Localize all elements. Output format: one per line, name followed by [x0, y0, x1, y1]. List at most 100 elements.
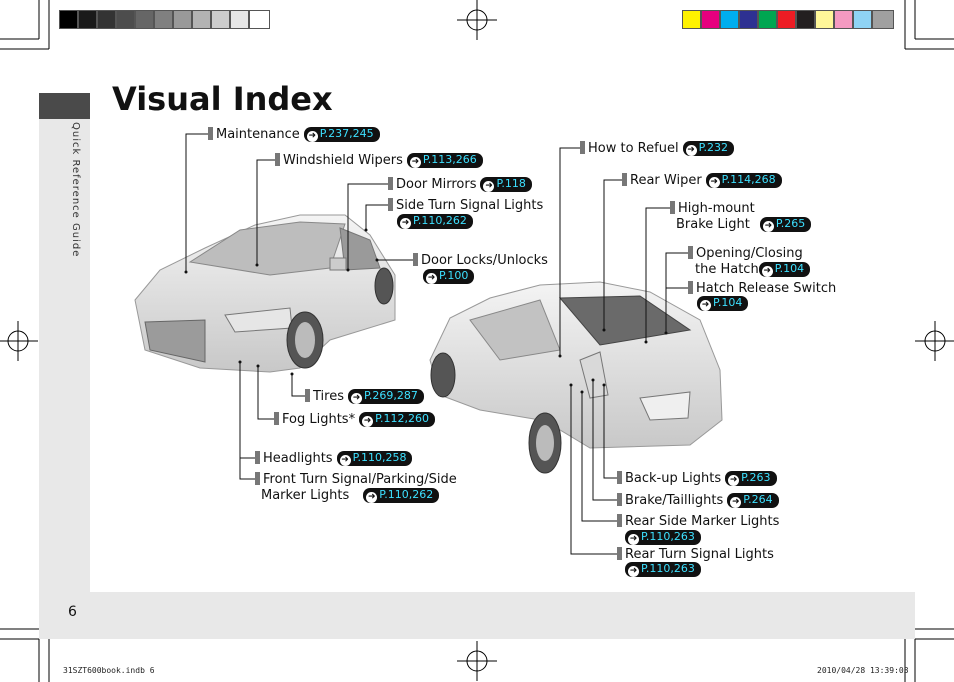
- page-reference-link[interactable]: ➜P.265: [759, 217, 812, 232]
- callout-headlights[interactable]: Headlights➜P.110,258: [255, 451, 413, 467]
- callout-rear-turn-signal-ref[interactable]: ➜P.110,263: [621, 562, 701, 578]
- callout-bar-icon: [617, 471, 622, 484]
- arrow-right-icon: ➜: [339, 455, 351, 466]
- callout-back-up-lights[interactable]: Back-up Lights➜P.263: [617, 471, 777, 487]
- callout-bar-icon: [688, 281, 693, 294]
- callout-rear-wiper[interactable]: Rear Wiper➜P.114,268: [622, 173, 782, 189]
- sidebar: [39, 119, 90, 639]
- callout-bar-icon: [617, 493, 622, 506]
- callout-rear-turn-signal[interactable]: Rear Turn Signal Lights: [617, 547, 774, 563]
- callout-door-locks[interactable]: Door Locks/Unlocks: [413, 253, 548, 269]
- callout-side-turn-signal[interactable]: Side Turn Signal Lights: [388, 198, 543, 214]
- color-swatch: [701, 10, 720, 29]
- page-reference-link[interactable]: ➜P.100: [423, 269, 475, 284]
- callout-rear-side-marker-ref[interactable]: ➜P.110,263: [621, 530, 701, 546]
- arrow-right-icon: ➜: [366, 492, 378, 503]
- page-reference-link[interactable]: ➜P.112,260: [359, 412, 435, 427]
- callout-bar-icon: [670, 201, 675, 214]
- color-swatch: [853, 10, 872, 29]
- callout-bar-icon: [208, 127, 213, 140]
- sidebar-tab-marker: [39, 93, 90, 119]
- page-number: 6: [68, 604, 77, 620]
- callout-bar-icon: [580, 141, 585, 154]
- page-reference-link[interactable]: ➜P.114,268: [705, 173, 782, 188]
- page-reference-link[interactable]: ➜P.104: [697, 296, 749, 311]
- arrow-right-icon: ➜: [761, 266, 773, 277]
- arrow-right-icon: ➜: [426, 273, 437, 284]
- color-swatch: [682, 10, 701, 29]
- callout-fog-lights[interactable]: Fog Lights*➜P.112,260: [274, 412, 435, 428]
- page-reference-link[interactable]: ➜P.263: [725, 471, 777, 486]
- gray-swatch: [116, 10, 135, 29]
- page-reference-link[interactable]: ➜P.113,266: [406, 153, 483, 168]
- rear-car-image: [429, 281, 723, 474]
- callout-high-mount-brake-light-line2[interactable]: Brake Light➜P.265: [676, 217, 812, 233]
- arrow-right-icon: ➜: [762, 221, 774, 232]
- callout-bar-icon: [617, 514, 622, 527]
- gray-swatch: [97, 10, 116, 29]
- color-swatch: [872, 10, 894, 29]
- page-reference-link[interactable]: ➜P.110,262: [397, 214, 473, 229]
- callout-how-to-refuel[interactable]: How to Refuel➜P.232: [580, 141, 734, 157]
- callout-opening-closing-hatch[interactable]: Opening/Closing: [688, 246, 803, 262]
- callout-hatch-release-switch-ref[interactable]: ➜P.104: [693, 296, 749, 312]
- front-car-image: [134, 214, 396, 373]
- arrow-right-icon: ➜: [730, 497, 742, 508]
- arrow-right-icon: ➜: [628, 534, 639, 545]
- arrow-right-icon: ➜: [700, 300, 711, 311]
- arrow-right-icon: ➜: [306, 131, 318, 142]
- callout-bar-icon: [688, 246, 693, 259]
- page-reference-link[interactable]: ➜P.110,263: [625, 530, 701, 545]
- gray-swatch: [249, 10, 270, 29]
- callout-bar-icon: [413, 253, 418, 266]
- callout-side-turn-signal-ref[interactable]: ➜P.110,262: [393, 214, 473, 230]
- gray-swatch: [154, 10, 173, 29]
- page-reference-link[interactable]: ➜P.110,258: [336, 451, 413, 466]
- callout-windshield-wipers[interactable]: Windshield Wipers➜P.113,266: [275, 153, 483, 169]
- page-reference-link[interactable]: ➜P.110,263: [625, 562, 701, 577]
- page-reference-link[interactable]: ➜P.264: [727, 493, 779, 508]
- callout-bar-icon: [388, 198, 393, 211]
- color-swatch: [720, 10, 739, 29]
- callout-bar-icon: [255, 451, 260, 464]
- page-reference-link[interactable]: ➜P.237,245: [303, 127, 380, 142]
- footer-band: [90, 592, 915, 639]
- color-swatch: [796, 10, 815, 29]
- page-reference-link[interactable]: ➜P.269,287: [347, 389, 424, 404]
- color-swatch: [777, 10, 796, 29]
- page-reference-link[interactable]: ➜P.118: [480, 177, 532, 192]
- gray-swatch: [173, 10, 192, 29]
- callout-bar-icon: [274, 412, 279, 425]
- arrow-right-icon: ➜: [483, 181, 495, 192]
- callout-rear-side-marker[interactable]: Rear Side Marker Lights: [617, 514, 779, 530]
- color-swatch: [739, 10, 758, 29]
- color-swatch: [834, 10, 853, 29]
- page-reference-link[interactable]: ➜P.232: [682, 141, 734, 156]
- callout-door-locks-ref[interactable]: ➜P.100: [419, 269, 475, 285]
- callout-bar-icon: [617, 547, 622, 560]
- print-timestamp: 2010/04/28 13:39:03: [817, 666, 909, 675]
- gray-swatch: [230, 10, 249, 29]
- callout-bar-icon: [622, 173, 627, 186]
- callout-tires[interactable]: Tires➜P.269,287: [305, 389, 424, 405]
- arrow-right-icon: ➜: [409, 157, 421, 168]
- gray-swatch: [59, 10, 78, 29]
- gray-swatch: [78, 10, 97, 29]
- callout-bar-icon: [305, 389, 310, 402]
- callout-front-turn-signal-line2[interactable]: Marker Lights➜P.110,262: [261, 488, 440, 504]
- callout-bar-icon: [275, 153, 280, 166]
- callout-high-mount-brake-light[interactable]: High-mount: [670, 201, 755, 217]
- callout-brake-taillights[interactable]: Brake/Taillights➜P.264: [617, 493, 779, 509]
- callout-front-turn-signal[interactable]: Front Turn Signal/Parking/Side: [255, 472, 457, 488]
- page-reference-link[interactable]: ➜P.110,262: [363, 488, 440, 503]
- callout-maintenance[interactable]: Maintenance➜P.237,245: [208, 127, 380, 143]
- arrow-right-icon: ➜: [685, 145, 697, 156]
- callout-opening-closing-hatch-line2[interactable]: the Hatch➜P.104: [695, 262, 811, 278]
- callout-bar-icon: [255, 472, 260, 485]
- callout-hatch-release-switch[interactable]: Hatch Release Switch: [688, 281, 836, 297]
- callout-door-mirrors[interactable]: Door Mirrors➜P.118: [388, 177, 532, 193]
- color-swatch: [815, 10, 834, 29]
- print-file-info: 31SZT600book.indb 6: [63, 666, 155, 675]
- page-reference-link[interactable]: ➜P.104: [758, 262, 811, 277]
